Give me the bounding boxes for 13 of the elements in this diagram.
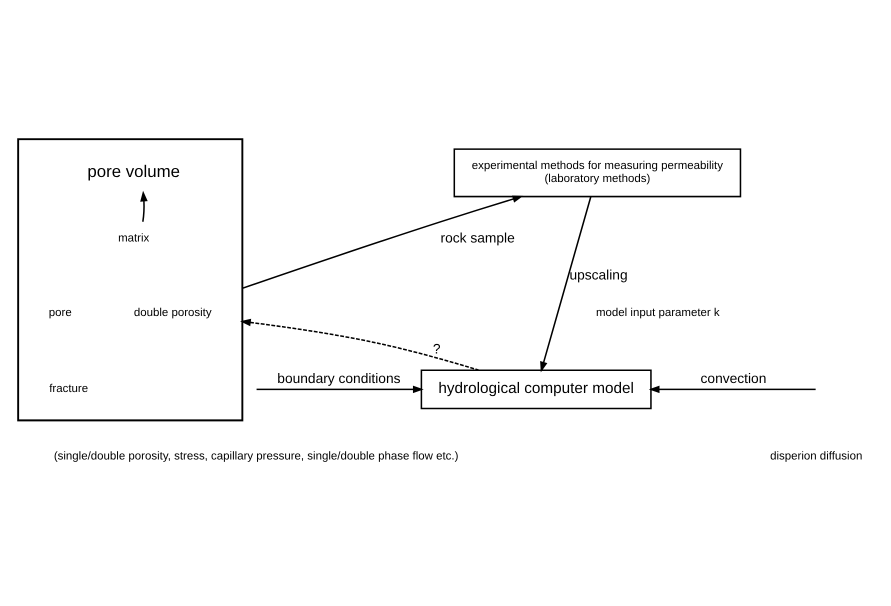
edge-label: upscaling xyxy=(569,267,628,282)
label: model input parameter k xyxy=(596,306,720,318)
label: disperion diffusion xyxy=(770,450,862,462)
node-text: pore xyxy=(48,306,72,318)
edge-label: rock sample xyxy=(440,230,515,245)
label: (single/double porosity, stress, capillary pressure, single/double phase flow etc.) xyxy=(54,450,458,462)
node-text: pore volume xyxy=(87,162,180,181)
node-text: double porosity xyxy=(134,306,212,318)
edge-label: ? xyxy=(432,341,441,356)
node-text: fracture xyxy=(49,382,88,395)
edge-label: convection xyxy=(700,370,766,386)
node-text: matrix xyxy=(118,232,150,244)
edge-label: boundary conditions xyxy=(277,370,401,386)
